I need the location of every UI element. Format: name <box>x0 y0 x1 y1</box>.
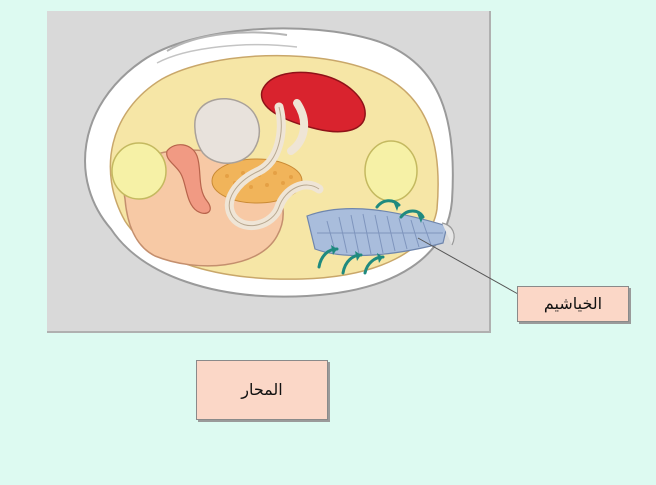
gills-label: الخياشيم <box>517 286 629 322</box>
figure-caption: المحار <box>196 360 328 420</box>
clam-anatomy-figure <box>47 11 491 333</box>
posterior-adductor-muscle <box>365 141 417 201</box>
stomach <box>195 99 259 164</box>
anterior-adductor-muscle <box>112 143 166 199</box>
clam-illustration <box>47 11 489 331</box>
